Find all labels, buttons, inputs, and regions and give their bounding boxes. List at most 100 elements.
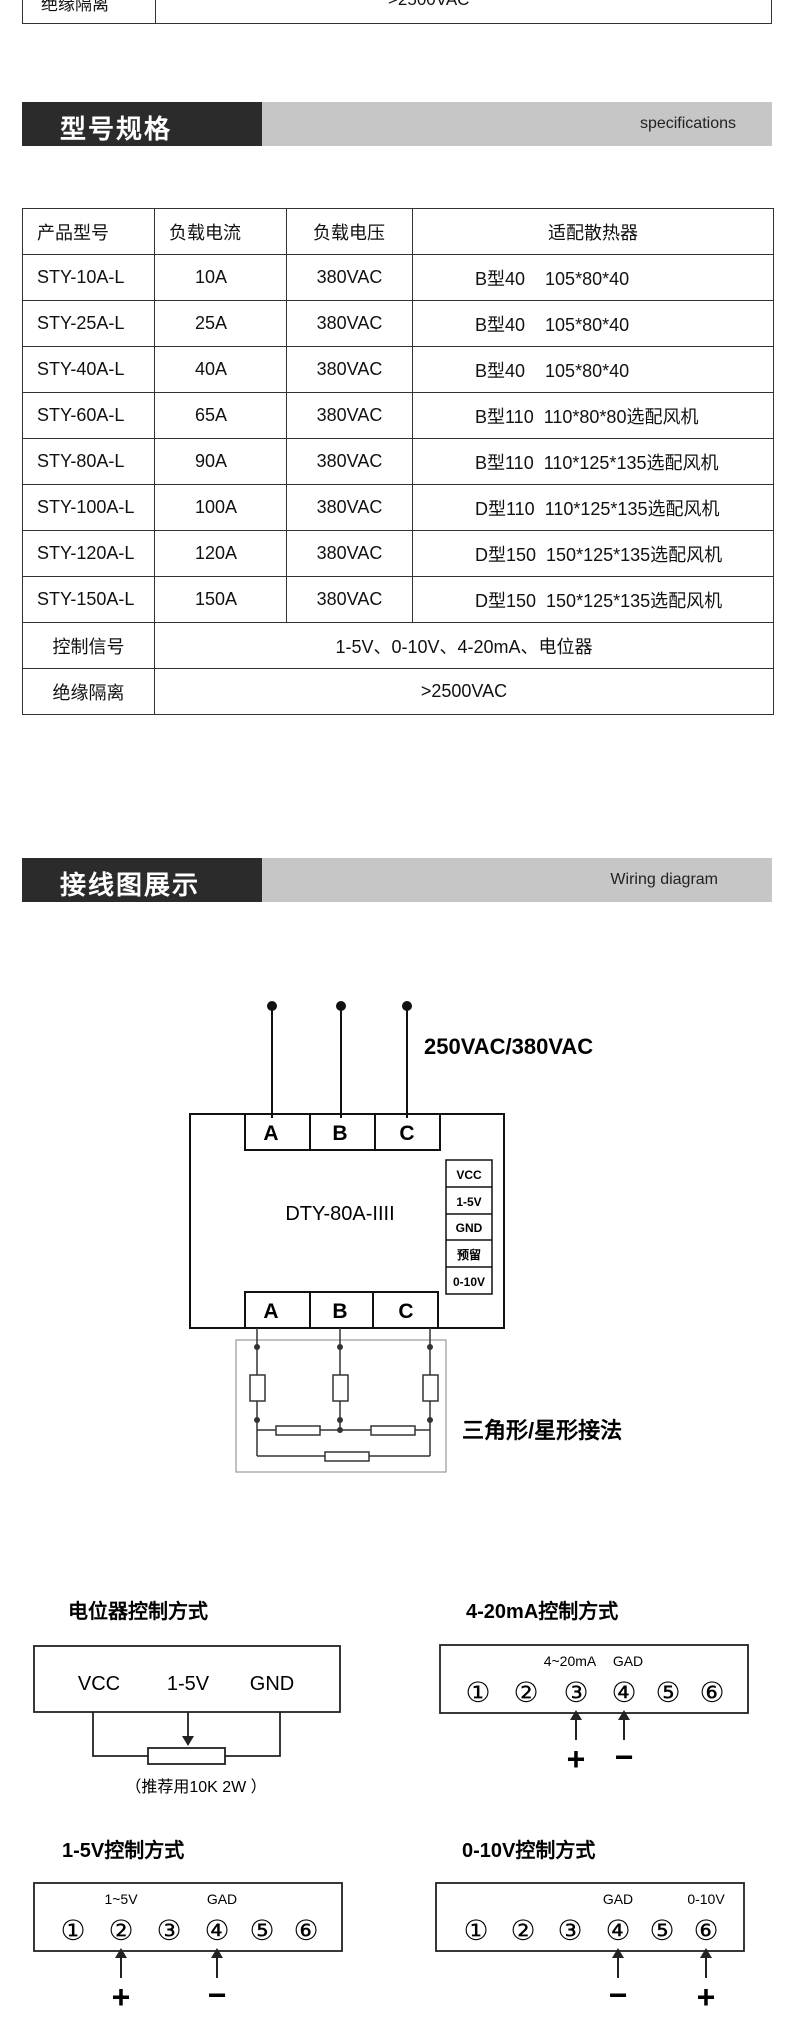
wiring-header-dark [22,858,262,902]
v15-terminal-6: ⑥ [293,1915,318,1946]
ma-label-4-20ma: 4~20mA [544,1653,597,1669]
control-signal-label: 控制信号 [22,622,155,669]
cell-model: STY-100A-L [22,484,155,531]
signal-gnd: GND [456,1221,483,1235]
isolation-row: 绝缘隔离 >2500VAC [22,668,774,715]
cell-current: 120A [154,530,287,577]
v15-terminal-box [33,1882,343,1952]
ma-plus-sign: + [567,1741,586,1777]
cell-current: 25A [154,300,287,347]
cell-voltage: 380VAC [286,438,413,485]
header-model: 产品型号 [22,208,155,255]
control-signal-row: 控制信号 1-5V、0-10V、4-20mA、电位器 [22,622,774,669]
cell-voltage: 380VAC [286,484,413,531]
cell-voltage: 380VAC [286,530,413,577]
wiring-section-header: 接线图展示 Wiring diagram [22,858,772,902]
control-signal-value: 1-5V、0-10V、4-20mA、电位器 [154,622,774,669]
supply-voltage-label: 250VAC/380VAC [424,1034,593,1059]
cell-voltage: 380VAC [286,392,413,439]
v010-terminal-4: ④ [605,1915,630,1946]
top-row-label: 绝缘隔离 [41,0,109,14]
bottom-terminal-block [244,1291,439,1329]
cell-current: 10A [154,254,287,301]
v010-terminal-2: ② [510,1915,535,1946]
bottom-terminal-c: C [398,1300,413,1323]
cell-heatsink: B型40 105*80*40 [412,254,774,301]
header-heatsink: 适配散热器 [412,208,774,255]
v15-terminal-numbers: ① ② ③ ④ ⑤ ⑥ [60,1915,318,1946]
load-network [235,1328,447,1473]
ma-terminal-1: ① [465,1677,490,1708]
top-terminal-c: C [399,1122,414,1145]
cell-heatsink: B型40 105*80*40 [412,346,774,393]
supply-dot-a [267,1001,277,1011]
top-terminal-a: A [263,1122,278,1145]
wiring-section-title: 接线图展示 [60,870,201,900]
cell-heatsink: B型40 105*80*40 [412,300,774,347]
table-row: STY-150A-L 150A 380VAC D型150 150*125*135… [22,576,774,623]
top-row-value: >2500VAC [388,0,469,10]
v15-control-title: 1-5V控制方式 [62,1838,184,1862]
v15-terminal-1: ① [60,1915,85,1946]
control-methods-diagram: 电位器控制方式 VCC 1-5V GND （推荐用10K 2W ） 4-20mA… [33,1599,749,2015]
table-row: STY-25A-L 25A 380VAC B型40 105*80*40 [22,300,774,347]
table-row: STY-10A-L 10A 380VAC B型40 105*80*40 [22,254,774,301]
signal-1-5v: 1-5V [456,1195,481,1209]
table-row: STY-40A-L 40A 380VAC B型40 105*80*40 [22,346,774,393]
spec-header-dark [22,102,262,146]
ma-terminal-5: ⑤ [655,1677,680,1708]
pot-term-gnd: GND [250,1673,294,1695]
cell-voltage: 380VAC [286,576,413,623]
cell-model: STY-40A-L [22,346,155,393]
table-row: STY-60A-L 65A 380VAC B型110 110*80*80选配风机 [22,392,774,439]
spec-header-light [262,102,772,146]
cell-heatsink: B型110 110*125*135选配风机 [412,438,774,485]
wiring-diagram: 250VAC/380VAC A B C DTY-80A-IIII VCC 1-5… [189,1001,622,1473]
cell-heatsink: D型110 110*125*135选配风机 [412,484,774,531]
table-row: STY-120A-L 120A 380VAC D型150 150*125*135… [22,530,774,577]
load-connection-label: 三角形/星形接法 [462,1418,622,1443]
spec-section-header: 型号规格 specifications [22,102,772,146]
pot-term-vcc: VCC [78,1673,120,1695]
v010-terminal-box [435,1882,745,1952]
v15-terminal-5: ⑤ [249,1915,274,1946]
signal-vcc: VCC [456,1168,482,1182]
ma-terminal-3: ③ [563,1677,588,1708]
ma-minus-sign: − [615,1739,634,1775]
v010-terminal-6: ⑥ [693,1915,718,1946]
v010-terminal-3: ③ [557,1915,582,1946]
isolation-value: >2500VAC [154,668,774,715]
wiring-section-subtitle: Wiring diagram [610,871,718,888]
cell-heatsink: D型150 150*125*135选配风机 [412,576,774,623]
wiper-arrow [182,1736,194,1746]
pot-control-title: 电位器控制方式 [68,1599,208,1623]
cell-current: 65A [154,392,287,439]
signal-reserved: 预留 [457,1247,481,1262]
cell-model: STY-25A-L [22,300,155,347]
v15-label-gad: GAD [207,1891,237,1907]
cell-model: STY-150A-L [22,576,155,623]
top-terminal-block [244,1113,441,1151]
top-row-label-cell: 绝缘隔离 [23,0,156,23]
top-terminal-b: B [332,1122,347,1145]
ma-terminal-2: ② [513,1677,538,1708]
supply-dot-c [402,1001,412,1011]
cell-model: STY-10A-L [22,254,155,301]
v010-terminal-5: ⑤ [649,1915,674,1946]
v15-minus-sign: − [208,1977,227,2013]
header-voltage: 负载电压 [286,208,413,255]
v010-terminal-numbers: ① ② ③ ④ ⑤ ⑥ [463,1915,718,1946]
v010-label-gad: GAD [603,1891,633,1907]
module-model-label: DTY-80A-IIII [285,1203,394,1225]
v010-label-0-10v: 0-10V [687,1891,725,1907]
spec-table-header-row: 产品型号 负载电流 负载电压 适配散热器 [22,208,774,255]
supply-dot-b [336,1001,346,1011]
v15-terminal-4: ④ [204,1915,229,1946]
isolation-label: 绝缘隔离 [22,668,155,715]
bottom-terminal-b: B [332,1300,347,1323]
cell-current: 150A [154,576,287,623]
bottom-terminal-a: A [263,1300,278,1323]
v010-plus-sign: + [697,1979,716,2015]
ma-label-gad: GAD [613,1653,643,1669]
ma-terminal-box [439,1644,749,1714]
